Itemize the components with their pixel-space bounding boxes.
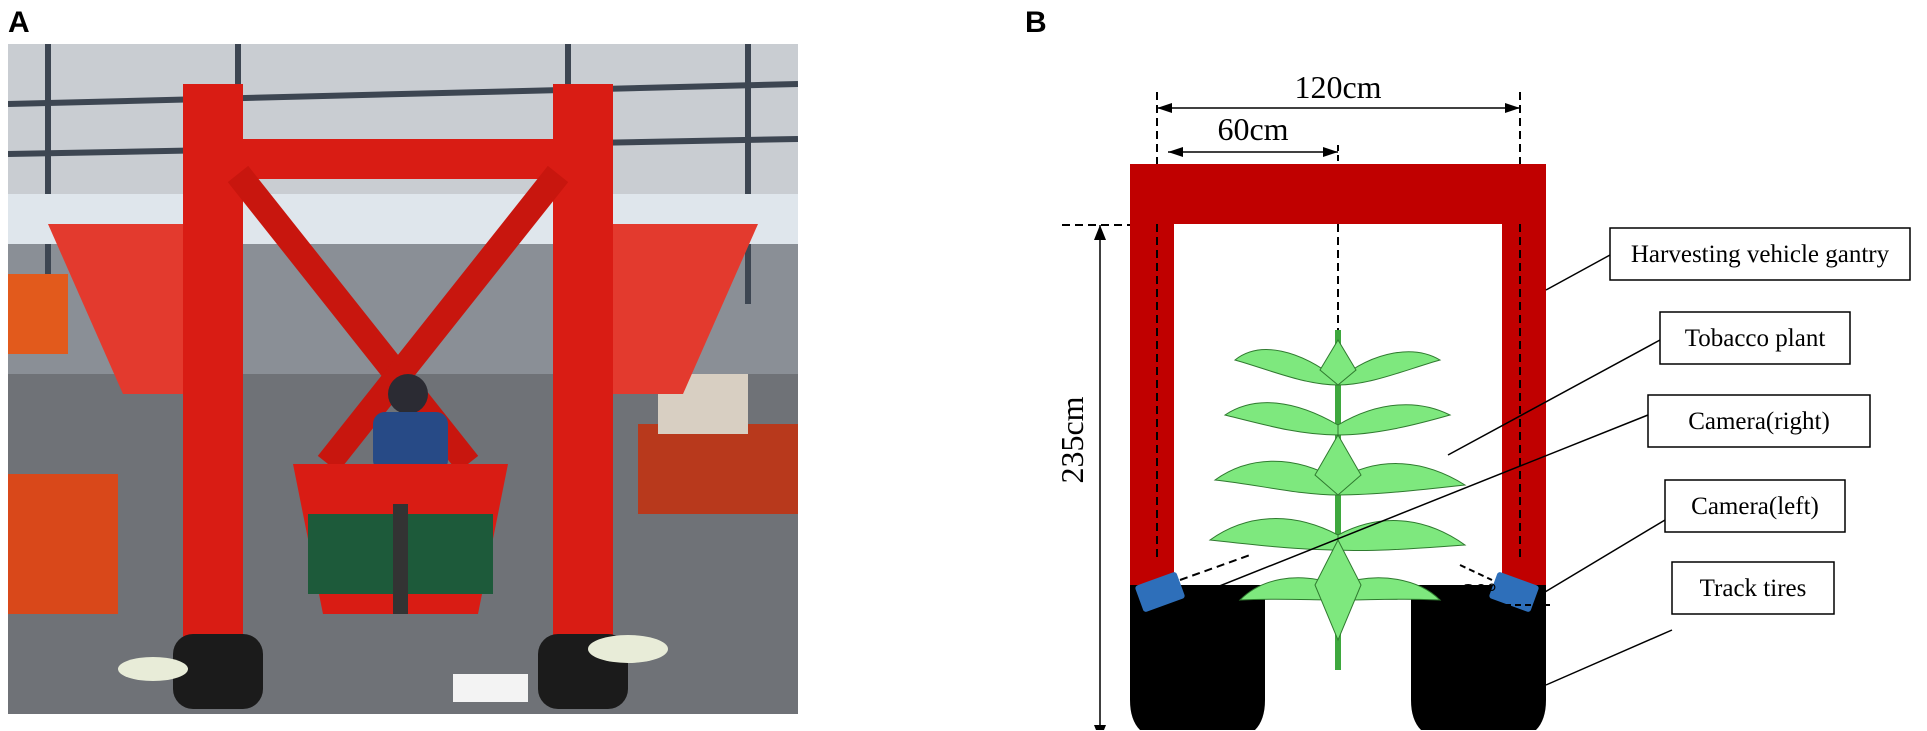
- right-hopper: [588, 224, 758, 394]
- leaf: [1208, 518, 1339, 551]
- left-hopper: [48, 224, 218, 394]
- gantry-left-leg: [1130, 164, 1174, 624]
- gantry-top-beam: [1130, 164, 1546, 224]
- height-arrow-bottom: [1094, 725, 1106, 730]
- leaf: [1233, 349, 1339, 386]
- width-half-arrow-right: [1323, 147, 1338, 157]
- panel-a-letter: A: [8, 6, 30, 39]
- leaf-sheath: [1319, 339, 1357, 386]
- camera-left-leader: [1539, 519, 1666, 596]
- tobacco-plant: [1208, 330, 1467, 670]
- leaf: [1213, 460, 1339, 496]
- plant-stem: [1335, 330, 1341, 670]
- leaf: [1337, 463, 1467, 496]
- angle-label: 30°: [1463, 580, 1497, 606]
- paper-on-floor: [453, 674, 528, 702]
- plant-leader: [1447, 339, 1661, 456]
- track-tire-left: [1130, 585, 1265, 730]
- plant-label: Tobacco plant: [1685, 325, 1826, 352]
- harvester-photo: [8, 44, 798, 714]
- width-full-arrow-right: [1505, 103, 1520, 113]
- width-half-label: 60cm: [1217, 111, 1288, 147]
- top-crossbeam: [218, 139, 578, 179]
- leaf: [1223, 402, 1339, 436]
- diagonal-brace-right: [317, 165, 569, 473]
- green-belt-left: [308, 514, 393, 594]
- leaf-sheath: [1314, 433, 1362, 496]
- red-cart-left: [8, 474, 118, 614]
- tires-leader: [1545, 629, 1673, 686]
- camera-right-side: [1489, 572, 1539, 612]
- leaf: [1337, 577, 1442, 601]
- camera-right-leader: [1171, 414, 1649, 606]
- gantry-right-leg: [1502, 164, 1546, 624]
- height-arrow-top: [1094, 225, 1106, 240]
- width-full-arrow-left: [1157, 103, 1172, 113]
- gantry-schematic: 235cm 120cm 60cm 30° Harvesting vehicle …: [1054, 69, 1911, 730]
- leaf: [1337, 404, 1452, 436]
- camera-left-label-box: [1664, 479, 1846, 533]
- left-track: [173, 634, 263, 709]
- plant-label-box: [1659, 311, 1851, 365]
- center-chain: [393, 504, 408, 614]
- camera-right-label: Camera(right): [1688, 408, 1830, 435]
- leaf: [1238, 577, 1339, 601]
- operator-body: [373, 412, 448, 472]
- parts-pile-right: [638, 424, 798, 514]
- gantry-label: Harvesting vehicle gantry: [1631, 241, 1890, 268]
- camera-right-label-box: [1647, 394, 1871, 448]
- camera-left-sightline: [1179, 554, 1251, 581]
- leaf: [1337, 351, 1442, 386]
- leaf: [1337, 520, 1467, 552]
- track-tire-right: [1411, 585, 1546, 730]
- orange-machine-left: [8, 274, 68, 354]
- camera-left-label: Camera(left): [1691, 493, 1819, 520]
- tires-label-box: [1671, 561, 1835, 615]
- panel-b-letter: B: [1025, 6, 1047, 39]
- gantry-label-box: [1609, 227, 1911, 281]
- leaves-right: [588, 635, 668, 663]
- height-label: 235cm: [1054, 396, 1090, 483]
- camera-right-sightline: [1459, 564, 1493, 581]
- width-half-arrow-left: [1168, 147, 1183, 157]
- leaves-left: [118, 657, 188, 681]
- operator-head: [388, 374, 428, 414]
- green-belt-right: [408, 514, 493, 594]
- leaf-sheath: [1314, 538, 1362, 642]
- gantry-leader: [1545, 254, 1611, 291]
- tires-label: Track tires: [1700, 575, 1807, 602]
- warehouse-ceiling: [8, 44, 798, 214]
- camera-left-side: [1135, 572, 1185, 612]
- width-full-label: 120cm: [1294, 69, 1381, 105]
